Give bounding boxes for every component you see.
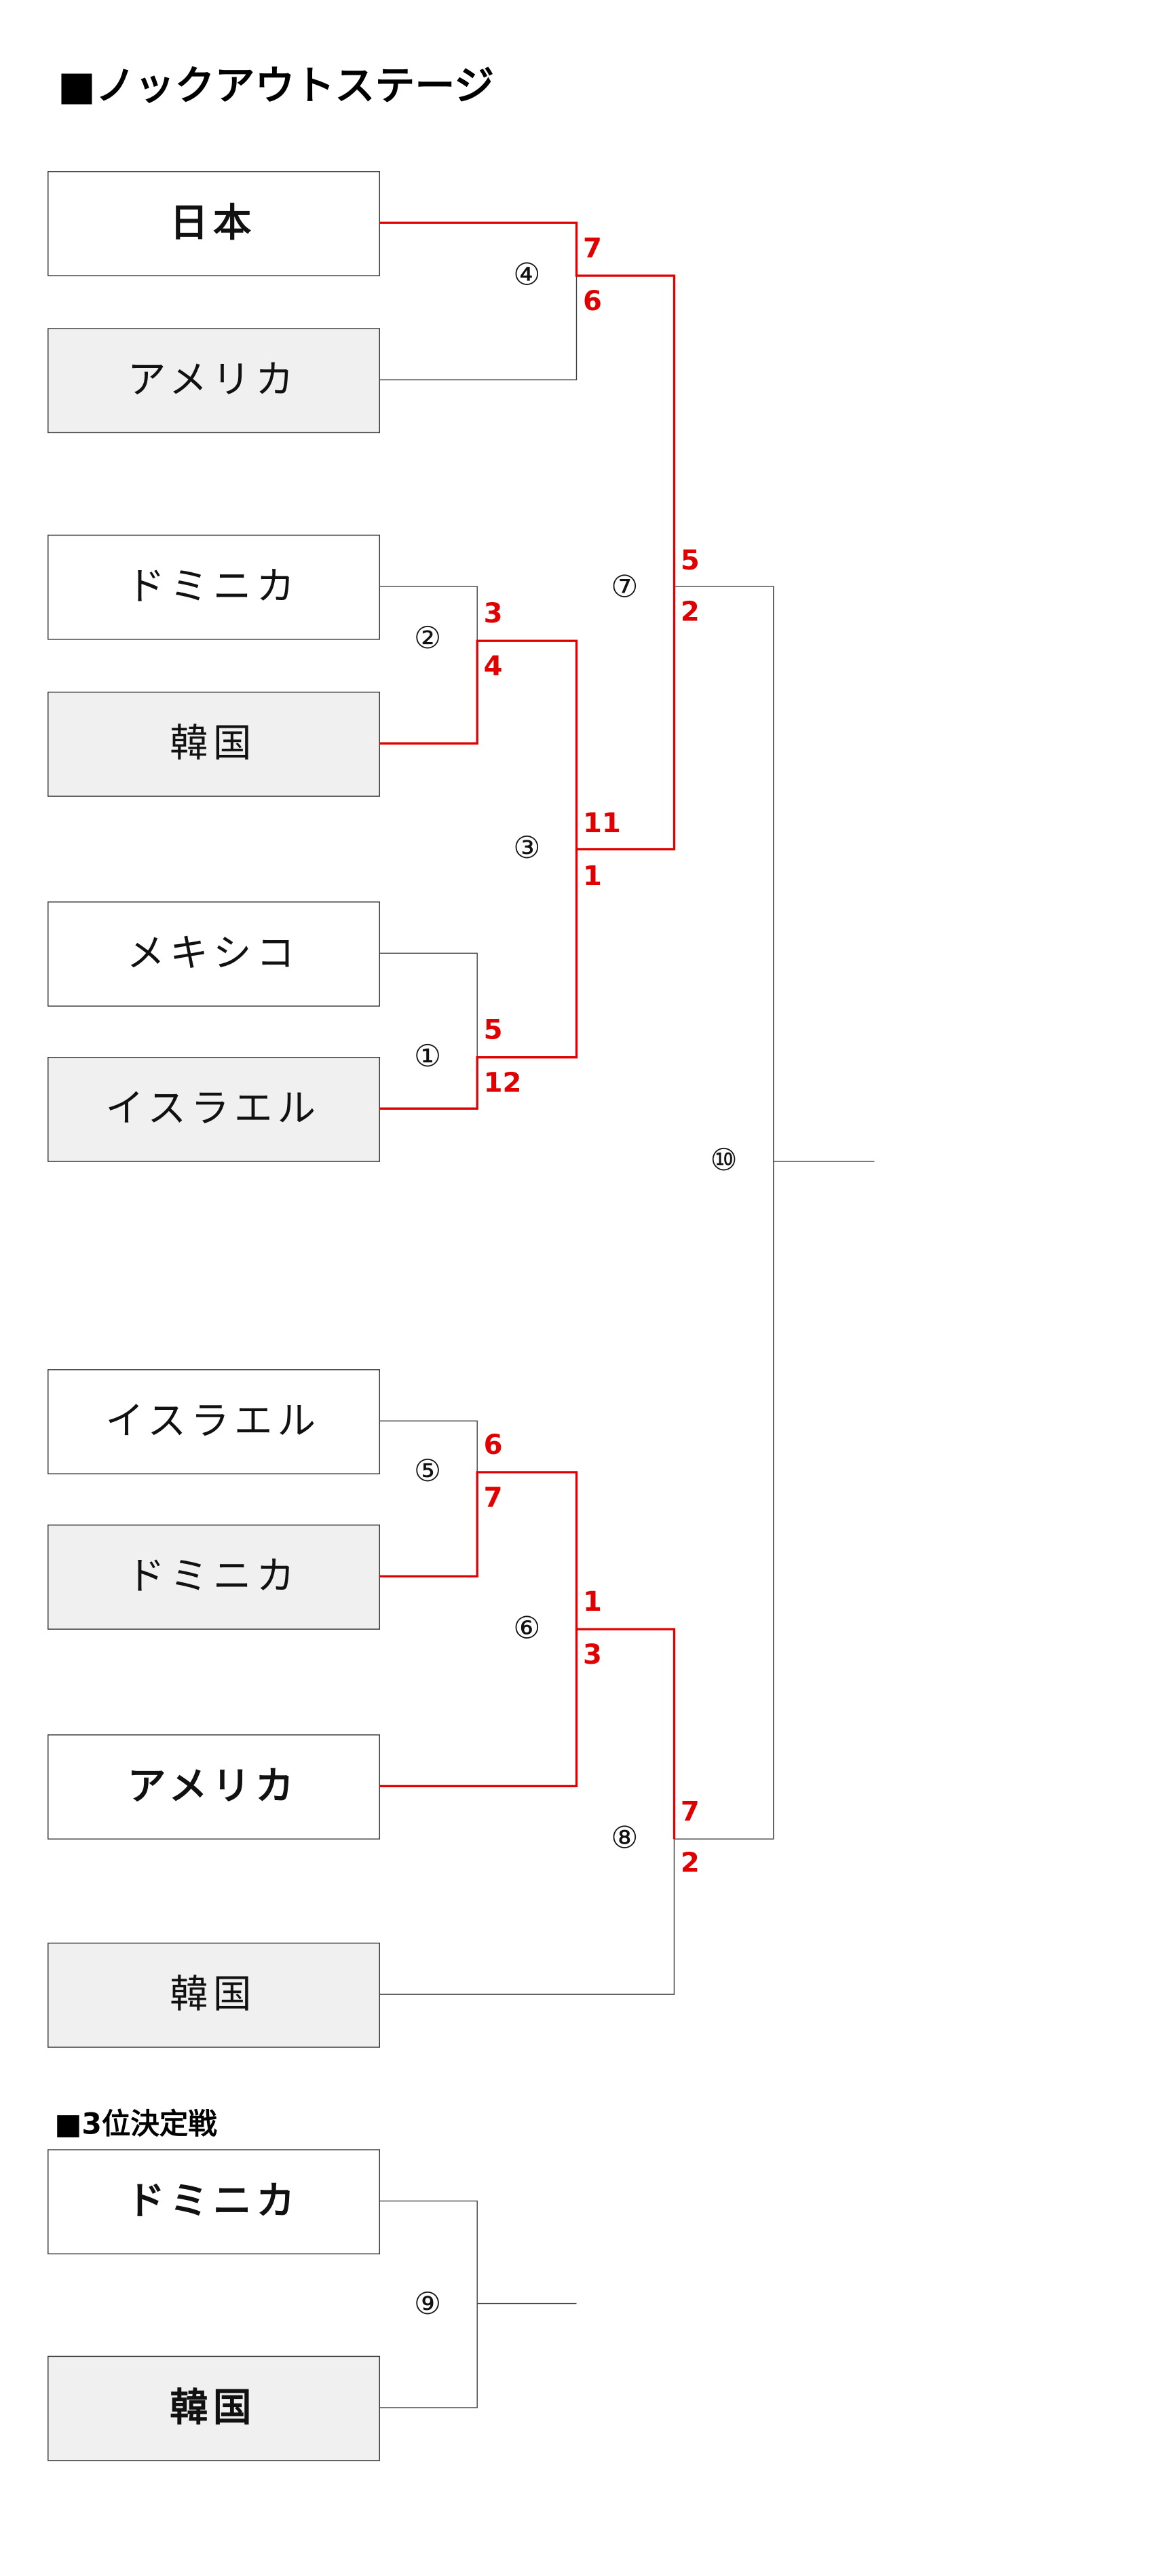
- team-name: ドミニカ: [126, 564, 299, 609]
- team-slot: アメリカ: [48, 1734, 380, 1840]
- team-name: 韓国: [170, 1972, 256, 2017]
- team-slot: アメリカ: [48, 328, 380, 434]
- score: 7: [681, 1796, 700, 1827]
- team-name: アメリカ: [128, 1763, 299, 1808]
- match-number: ⑧: [611, 1819, 638, 1855]
- team-name: イスラエル: [105, 1086, 320, 1131]
- match-number: ⑩: [710, 1142, 737, 1178]
- match-number: ⑦: [611, 568, 638, 604]
- match-number: ⑥: [513, 1609, 540, 1645]
- score: 11: [583, 808, 621, 839]
- team-slot: イスラエル: [48, 1369, 380, 1474]
- score: 5: [484, 1015, 503, 1046]
- team-slot: 韓国: [48, 691, 380, 797]
- page-title: ■ノックアウトステージ: [58, 62, 494, 109]
- team-name: アメリカ: [128, 358, 299, 403]
- score: 7: [583, 233, 602, 264]
- team-slot: ドミニカ: [48, 534, 380, 640]
- team-slot: メキシコ: [48, 901, 380, 1007]
- match-number: ③: [513, 829, 540, 865]
- score: 5: [681, 545, 700, 576]
- team-slot: イスラエル: [48, 1056, 380, 1162]
- team-name: イスラエル: [105, 1398, 320, 1443]
- team-slot: 韓国: [48, 2355, 380, 2461]
- match-number: ⑨: [414, 2285, 441, 2321]
- team-slot: ドミニカ: [48, 1525, 380, 1630]
- team-name: ドミニカ: [126, 1554, 299, 1599]
- team-slot: ドミニカ: [48, 2149, 380, 2255]
- score: 6: [583, 286, 602, 317]
- team-name: 韓国: [170, 721, 256, 766]
- team-name: メキシコ: [126, 931, 299, 975]
- team-name: ドミニカ: [126, 2179, 299, 2224]
- score: 1: [583, 1586, 602, 1618]
- match-number: ①: [414, 1038, 441, 1074]
- team-name: 日本: [170, 200, 256, 245]
- match-number: ②: [414, 620, 441, 656]
- third-place-title: ■3位決定戦: [54, 2108, 217, 2141]
- score: 1: [583, 861, 602, 892]
- score: 6: [484, 1430, 503, 1461]
- score: 2: [681, 1848, 700, 1879]
- score: 3: [484, 598, 503, 629]
- score: 7: [484, 1482, 503, 1514]
- score: 3: [583, 1639, 602, 1670]
- bracket-lines: [379, 221, 875, 2408]
- team-name: 韓国: [170, 2385, 256, 2430]
- team-slot: 日本: [48, 171, 380, 276]
- team-slot: 韓国: [48, 1942, 380, 2048]
- score: 12: [484, 1067, 522, 1098]
- match-number: ⑤: [414, 1453, 441, 1489]
- match-number: ④: [513, 256, 540, 292]
- score: 2: [681, 597, 700, 628]
- score: 4: [484, 651, 503, 682]
